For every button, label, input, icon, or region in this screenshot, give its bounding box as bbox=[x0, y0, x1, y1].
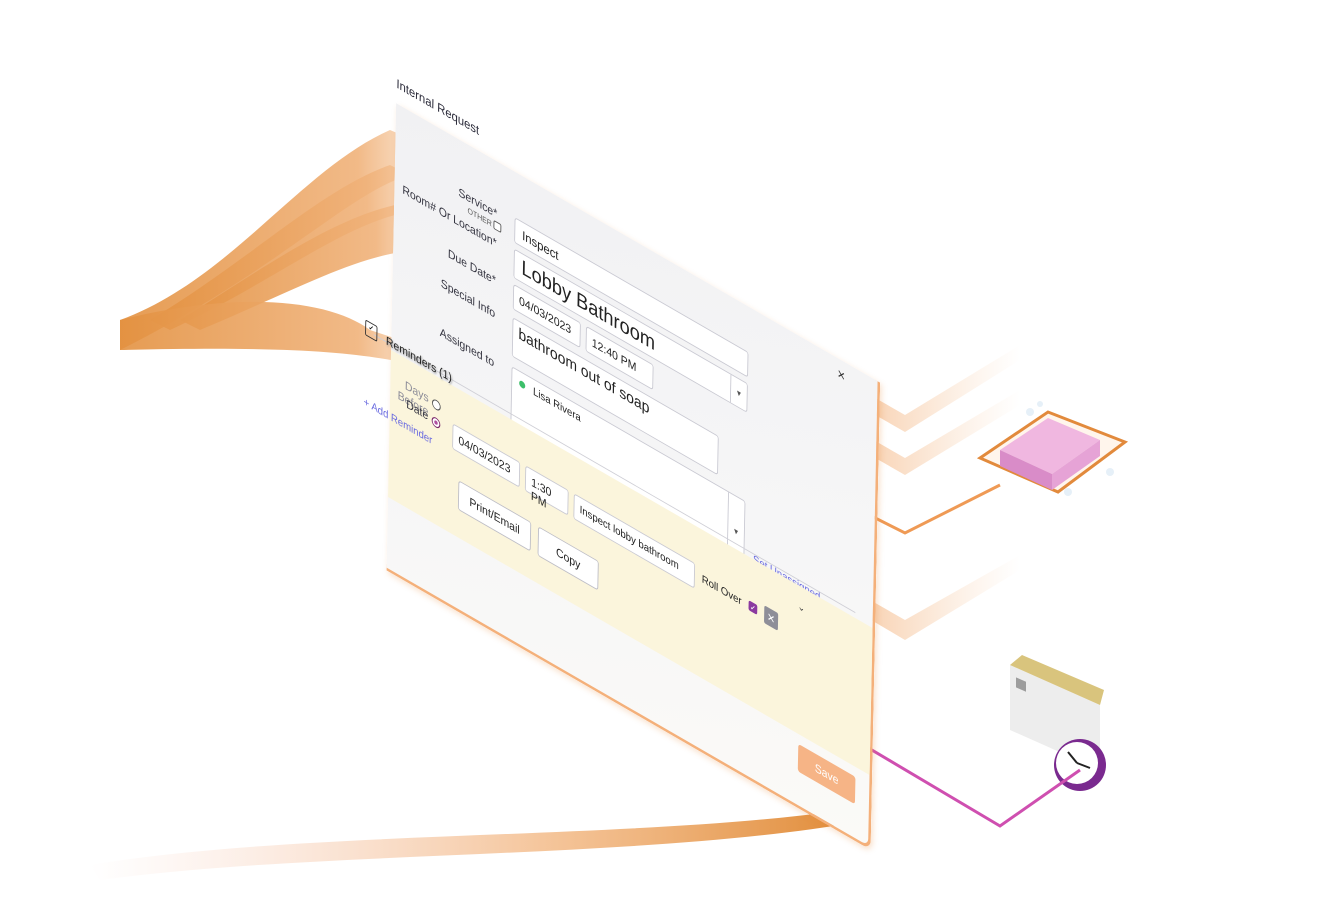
calendar-clock-icon bbox=[1010, 655, 1106, 791]
soap-icon bbox=[976, 401, 1129, 496]
left-flow-ribbons bbox=[120, 130, 460, 378]
bottom-flow-ribbon bbox=[90, 806, 858, 880]
close-icon[interactable]: × bbox=[837, 364, 846, 386]
online-status-dot bbox=[519, 379, 526, 390]
